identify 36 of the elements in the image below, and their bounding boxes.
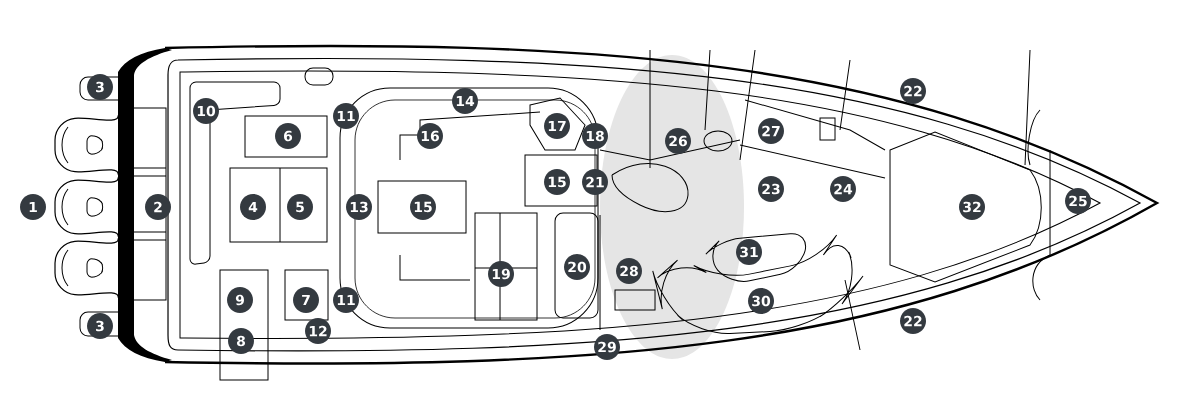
callout-number: 13 — [346, 194, 372, 220]
callout-number: 10 — [193, 98, 219, 124]
callout-number: 25 — [1065, 188, 1091, 214]
callout-number: 29 — [594, 334, 620, 360]
callout-number: 28 — [616, 258, 642, 284]
callout-number: 22 — [900, 78, 926, 104]
callout-number: 21 — [582, 169, 608, 195]
callout-number: 32 — [959, 194, 985, 220]
callout-number: 5 — [287, 194, 313, 220]
callout-number: 3 — [87, 313, 113, 339]
callout-number: 22 — [900, 308, 926, 334]
callout-number: 4 — [240, 194, 266, 220]
callout-number: 11 — [333, 287, 359, 313]
callout-number: 9 — [227, 287, 253, 313]
callout-number: 18 — [582, 123, 608, 149]
callout-number: 12 — [305, 318, 331, 344]
callout-number: 27 — [758, 118, 784, 144]
callout-number: 6 — [275, 123, 301, 149]
callout-number: 20 — [564, 254, 590, 280]
callout-number: 1 — [20, 194, 46, 220]
callout-number: 26 — [665, 128, 691, 154]
callout-number: 31 — [736, 239, 762, 265]
callout-number: 3 — [87, 74, 113, 100]
callout-number: 15 — [410, 194, 436, 220]
callout-number: 19 — [488, 261, 514, 287]
callout-number: 17 — [544, 113, 570, 139]
callout-number: 15 — [544, 169, 570, 195]
callout-number: 24 — [830, 176, 856, 202]
callout-number: 14 — [452, 88, 478, 114]
callout-number: 2 — [145, 194, 171, 220]
callout-number: 8 — [228, 328, 254, 354]
callout-number: 7 — [293, 287, 319, 313]
callout-number: 11 — [333, 103, 359, 129]
callout-number: 16 — [417, 123, 443, 149]
callout-number: 23 — [758, 176, 784, 202]
callout-number: 30 — [748, 288, 774, 314]
